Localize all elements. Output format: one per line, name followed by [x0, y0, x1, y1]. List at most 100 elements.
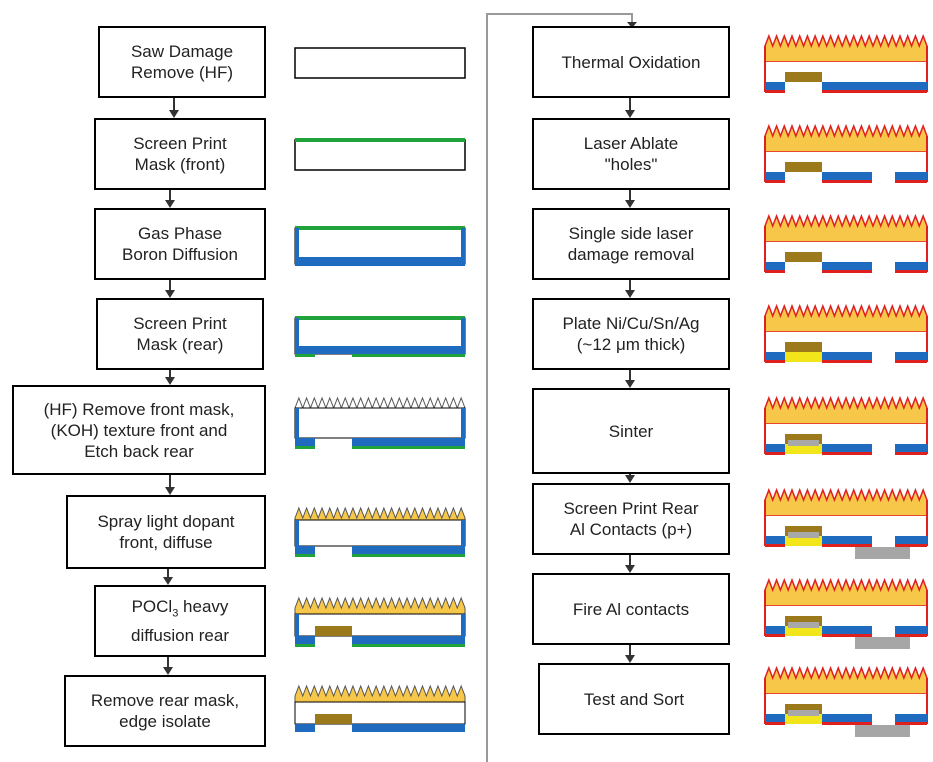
step-label-line: Screen Print [133, 134, 227, 153]
step-label-line: Boron Diffusion [122, 245, 238, 264]
flow-arrow-head [625, 290, 635, 298]
step-label-line: edge isolate [119, 712, 211, 731]
rear-oxide [765, 360, 785, 363]
sinter-region [788, 622, 819, 628]
boron-layer [765, 172, 785, 180]
step-label-line: (KOH) texture front and [50, 420, 228, 440]
wafer-diagram-test-and-sort [764, 665, 928, 737]
n-plus-region [785, 162, 822, 172]
step-box-fire-al-contacts: Fire Al contacts [532, 573, 730, 645]
step-label-line: POCl3 heavy [132, 596, 229, 624]
step-label-line: Etch back rear [84, 441, 194, 461]
contact-opening [785, 176, 822, 181]
column-connector [486, 13, 633, 762]
boron-layer [352, 636, 465, 644]
al-contact [855, 725, 910, 737]
flow-arrow-head [625, 380, 635, 388]
boron-layer [765, 352, 785, 360]
rear-oxide [765, 634, 785, 637]
rear-mask [352, 554, 465, 557]
rear-oxide [822, 452, 872, 455]
plated-contact [785, 714, 822, 724]
wafer-diagram-print-mask-rear [294, 316, 466, 357]
boron-edge [461, 520, 465, 554]
rear-oxide [895, 452, 927, 455]
n-plus-region [785, 72, 822, 82]
boron-layer [765, 444, 785, 452]
rear-oxide [895, 180, 927, 183]
step-box-remove-rear-mask: Remove rear mask,edge isolate [64, 675, 266, 747]
wafer-silicon [294, 407, 466, 439]
rear-mask [352, 354, 465, 357]
step-label-line: Spray light dopant [97, 512, 235, 531]
rear-oxide [822, 90, 927, 93]
plated-contact [785, 626, 822, 636]
n-plus-region [785, 252, 822, 262]
boron-edge [295, 228, 299, 264]
front-mask-layer [295, 316, 465, 320]
wafer-diagram-print-al-contacts [764, 487, 928, 559]
boron-edge [461, 228, 465, 264]
boron-layer [295, 257, 465, 266]
plated-contact [785, 536, 822, 546]
emitter-oxide-layer [764, 33, 928, 63]
sinter-region [788, 532, 819, 538]
step-label-text: POCl [131, 597, 173, 617]
column-connector-arrowhead [627, 22, 637, 28]
laser-hole [872, 536, 895, 544]
boron-edge [295, 408, 299, 446]
sinter-region [788, 710, 819, 716]
n-plus-region [785, 434, 822, 444]
n-plus-region [785, 616, 822, 626]
rear-oxide [765, 544, 785, 547]
rear-mask [352, 446, 465, 449]
step-box-laser-ablate: Laser Ablate"holes" [532, 118, 730, 190]
emitter-oxide-layer [764, 487, 928, 517]
step-label-line: (~12 μm thick) [576, 335, 686, 354]
boron-layer [295, 438, 315, 446]
boron-edge [295, 520, 299, 554]
n-plus-region [785, 526, 822, 536]
wafer-diagram-boron-diffusion [294, 226, 466, 266]
wafer-silicon [294, 139, 466, 171]
rear-oxide [822, 180, 872, 183]
boron-edge [295, 318, 299, 354]
boron-layer [295, 636, 315, 644]
boron-edge [461, 614, 465, 644]
flow-arrow-head [625, 200, 635, 208]
step-label-text: heavy [178, 597, 229, 617]
step-box-test-and-sort: Test and Sort [538, 663, 730, 735]
boron-layer [295, 546, 315, 554]
step-label-line: Gas Phase [137, 224, 223, 243]
step-label-line: Test and Sort [583, 689, 685, 709]
wafer-silicon [294, 519, 466, 547]
flow-arrow-head [625, 655, 635, 663]
boron-layer [765, 626, 785, 634]
rear-oxide [822, 360, 872, 363]
step-label-line: Single side laser [568, 224, 694, 243]
boron-edge [461, 408, 465, 446]
boron-layer [765, 714, 785, 722]
step-label-line: Remove (HF) [130, 63, 233, 82]
boron-layer [295, 724, 315, 732]
wafer-diagram-laser-ablate [764, 123, 928, 183]
boron-layer [352, 546, 465, 554]
rear-oxide [822, 722, 872, 725]
rear-mask [295, 554, 315, 557]
n-plus-region [785, 342, 822, 352]
flow-arrow-head [625, 475, 635, 483]
wafer-diagram-pocl3-diffusion [294, 596, 466, 647]
rear-oxide [895, 722, 927, 725]
boron-layer [352, 724, 465, 732]
boron-edge [295, 614, 299, 644]
step-label-line: Mask (rear) [136, 335, 224, 354]
step-label-line: Thermal Oxidation [561, 52, 701, 72]
step-box-plate-metals: Plate Ni/Cu/Sn/Ag(~12 μm thick) [532, 298, 730, 370]
al-contact [855, 547, 910, 559]
